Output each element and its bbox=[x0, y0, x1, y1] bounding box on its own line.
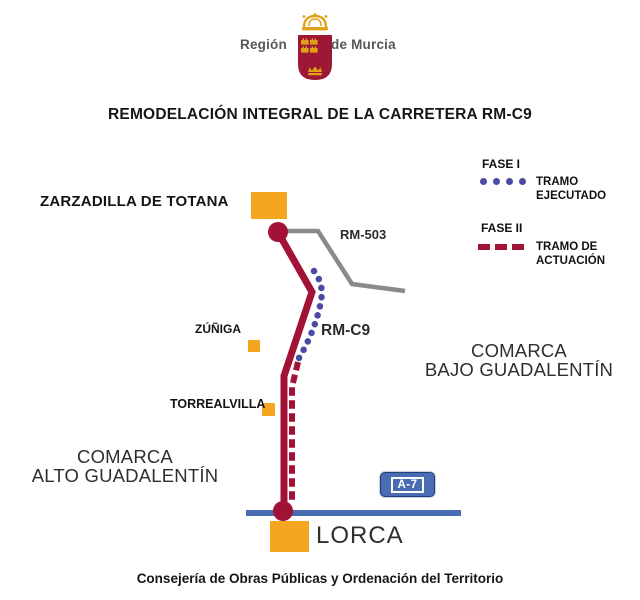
page-title: REMODELACIÓN INTEGRAL DE LA CARRETERA RM… bbox=[108, 106, 532, 123]
label-lorca: LORCA bbox=[316, 522, 404, 549]
road-rm503 bbox=[281, 228, 406, 294]
town-marker-lorca bbox=[270, 521, 309, 552]
logo-text-left: Región bbox=[240, 37, 287, 52]
shield-icon bbox=[298, 35, 332, 80]
legend-fase1-title: FASE I bbox=[482, 157, 521, 171]
junction-zarzadilla-node bbox=[268, 222, 288, 242]
legend-dash-icon bbox=[495, 244, 507, 250]
logo-text-right: de Murcia bbox=[331, 37, 396, 52]
label-comarca-alto-line1: COMARCA bbox=[77, 446, 173, 467]
junction-lorca-node bbox=[273, 501, 293, 521]
legend-fase2-desc: TRAMO DE ACTUACIÓN bbox=[536, 241, 605, 268]
label-rm503: RM-503 bbox=[340, 227, 387, 242]
label-rmc9: RM-C9 bbox=[321, 322, 371, 339]
label-comarca-bajo: COMARCA BAJO GUADALENTÍN bbox=[419, 340, 619, 380]
a7-highway-badge: A-7 bbox=[380, 472, 435, 497]
small-crown-icon bbox=[308, 66, 322, 76]
label-comarca-alto: COMARCA ALTO GUADALENTÍN bbox=[25, 446, 225, 486]
town-marker-zuniga bbox=[248, 340, 260, 352]
road-rmc9-solid bbox=[275, 232, 316, 509]
footer-caption: Consejería de Obras Públicas y Ordenació… bbox=[136, 571, 504, 586]
legend-fase1-symbol bbox=[480, 178, 532, 185]
legend-fase2-desc-line1: TRAMO DE bbox=[536, 241, 598, 253]
legend-fase2-title: FASE II bbox=[481, 221, 523, 235]
crown-icon bbox=[302, 13, 328, 31]
label-comarca-bajo-line2: BAJO GUADALENTÍN bbox=[424, 358, 614, 380]
legend-dash-icon bbox=[478, 244, 490, 250]
castles-pattern bbox=[301, 38, 318, 53]
legend-fase2-desc-line2: ACTUACIÓN bbox=[536, 254, 605, 267]
label-zuniga: ZÚÑIGA bbox=[195, 322, 241, 336]
label-zarzadilla: ZARZADILLA DE TOTANA bbox=[40, 193, 229, 210]
a7-badge-text: A-7 bbox=[391, 476, 424, 493]
label-comarca-bajo-line1: COMARCA bbox=[471, 340, 567, 361]
label-torrealvilla: TORREALVILLA bbox=[170, 397, 266, 411]
legend-fase1-desc-line1: TRAMO bbox=[536, 176, 579, 188]
legend-dot-icon bbox=[480, 178, 487, 185]
town-marker-zarzadilla bbox=[251, 192, 287, 219]
legend-dot-icon bbox=[493, 178, 500, 185]
label-comarca-alto-line2: ALTO GUADALENTÍN bbox=[31, 464, 219, 486]
legend-dot-icon bbox=[519, 178, 526, 185]
legend-fase1-desc-line2: EJECUTADO bbox=[536, 189, 607, 202]
legend-fase2-symbol bbox=[478, 244, 529, 250]
legend-dot-icon bbox=[506, 178, 513, 185]
region-murcia-emblem bbox=[298, 13, 332, 80]
town-marker-torrealvilla bbox=[262, 403, 275, 416]
fase1-dotted-segment bbox=[295, 267, 325, 362]
fase2-dashed-segment bbox=[289, 361, 301, 502]
legend-dash-icon bbox=[512, 244, 524, 250]
legend-fase1-desc: TRAMO EJECUTADO bbox=[536, 176, 606, 203]
